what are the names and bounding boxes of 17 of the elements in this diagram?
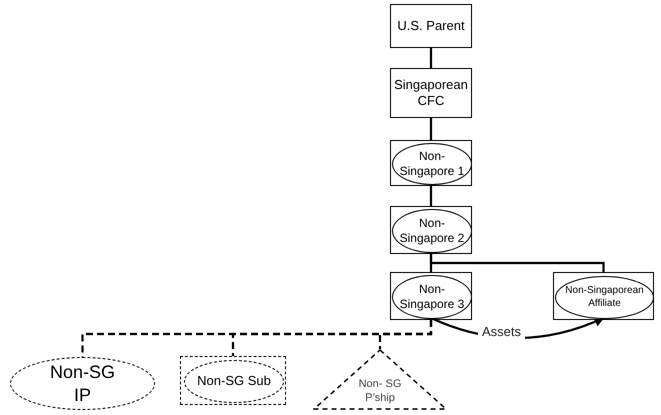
partnership-triangle: [313, 349, 447, 410]
entity-name: Non- Singapore 2: [398, 216, 466, 246]
entity-name: Non- Singapore 3: [398, 282, 466, 312]
entity-name: Non- SG P’ship: [358, 378, 402, 406]
connector-line: [378, 320, 432, 349]
connector-line: [430, 254, 605, 272]
connector-line: [430, 118, 432, 140]
entity-name: U.S. Parent: [397, 18, 465, 34]
connector-line: [430, 186, 432, 206]
connector-line: [430, 48, 432, 68]
entity-name: Non- Singapore 1: [398, 149, 466, 179]
entity-name: Non-SG IP: [48, 361, 116, 406]
entity-box: [390, 4, 472, 48]
entity-name: Non-Singaporean Affiliate: [564, 285, 645, 310]
entity-box: [390, 68, 472, 118]
entity-name: Non-SG Sub: [197, 373, 271, 390]
entity-name: Singaporean CFC: [393, 76, 469, 110]
